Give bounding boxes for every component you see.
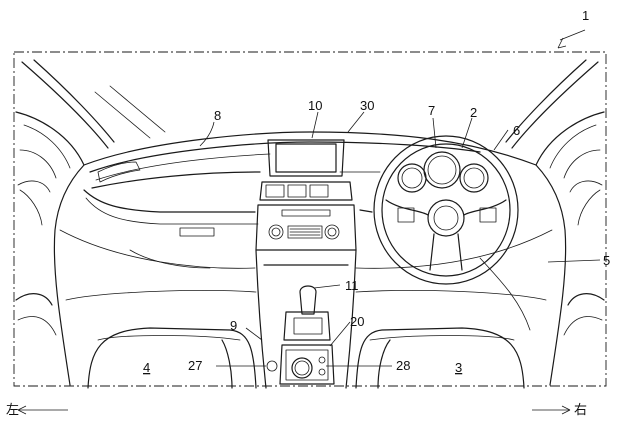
label-right-seat: 3 xyxy=(455,360,462,375)
center-console xyxy=(255,249,357,389)
label-left-seat: 4 xyxy=(143,360,150,375)
center-stack xyxy=(255,181,357,251)
label-shift-lever: 11 xyxy=(345,278,359,293)
center-display xyxy=(267,139,345,177)
label-knob-left: 27 xyxy=(188,358,202,373)
label-input-device: 20 xyxy=(350,314,364,329)
windshield xyxy=(21,59,599,149)
label-dashboard: 8 xyxy=(214,108,221,123)
reference-labels: 1 2 3 4 5 6 7 8 9 10 11 20 27 28 30 左 右 xyxy=(6,8,610,418)
left-door xyxy=(15,111,85,386)
view-frame xyxy=(13,51,607,387)
label-console: 9 xyxy=(230,318,237,333)
label-display: 10 xyxy=(308,98,322,113)
label-knob-right: 28 xyxy=(396,358,410,373)
label-steering-wheel: 2 xyxy=(470,105,477,120)
left-seat xyxy=(59,229,257,389)
footwell xyxy=(129,249,531,331)
steering-wheel xyxy=(373,135,519,285)
direction-right: 右 xyxy=(574,403,587,418)
right-door xyxy=(535,111,605,386)
label-figure: 1 xyxy=(582,8,589,23)
label-interior: 5 xyxy=(603,253,610,268)
direction-left: 左 xyxy=(6,403,19,418)
label-meter: 6 xyxy=(513,123,520,138)
right-seat xyxy=(355,229,553,389)
label-meter-inner: 7 xyxy=(428,103,435,118)
label-display-unit: 30 xyxy=(360,98,374,113)
leader-lines xyxy=(17,29,601,415)
